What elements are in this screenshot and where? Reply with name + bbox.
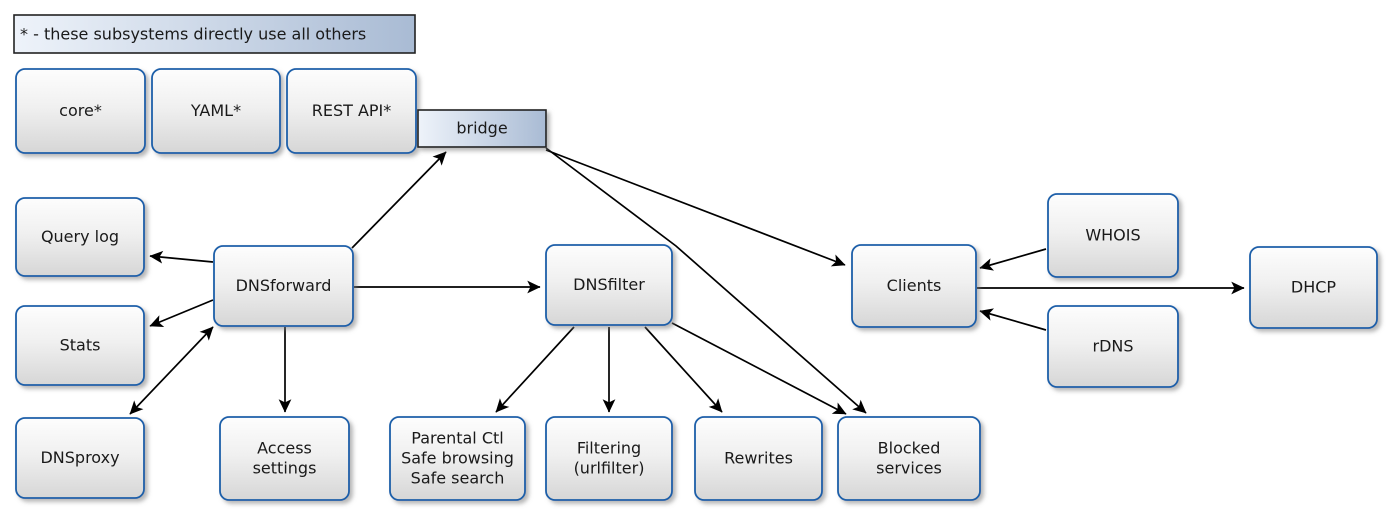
edge-line xyxy=(129,326,214,415)
node-box xyxy=(15,417,145,499)
node-box xyxy=(545,416,673,501)
edge-line xyxy=(545,147,867,414)
node-box xyxy=(286,68,417,154)
node-querylog[interactable]: Query log xyxy=(15,197,145,277)
edge-whois-clients xyxy=(979,248,1047,271)
node-box xyxy=(15,68,146,154)
node-box xyxy=(417,109,547,148)
node-box xyxy=(389,416,526,501)
node-box xyxy=(545,244,673,326)
node-label: rDNS xyxy=(1092,336,1133,355)
node-label: Stats xyxy=(60,335,101,354)
edge-bridge-clients xyxy=(545,149,846,267)
edge-line xyxy=(979,308,1047,331)
node-dnsforward[interactable]: DNSforward xyxy=(213,245,354,327)
edge-dnsfilter-rewrites xyxy=(644,326,723,413)
node-bridge[interactable]: bridge xyxy=(417,109,547,148)
node-rdns[interactable]: rDNS xyxy=(1047,305,1179,388)
node-core[interactable]: core* xyxy=(15,68,146,154)
edge-dnsfilter-blocked xyxy=(671,322,847,415)
node-box xyxy=(1047,305,1179,388)
node-filtering[interactable]: Filtering(urlfilter) xyxy=(545,416,673,501)
edge-dnsfilter-parental xyxy=(495,326,575,413)
node-label: Rewrites xyxy=(724,448,793,467)
node-yaml[interactable]: YAML* xyxy=(151,68,281,154)
edge-line xyxy=(644,326,723,413)
edges-layer xyxy=(129,147,1245,415)
node-clients[interactable]: Clients xyxy=(851,244,977,328)
node-dnsproxy[interactable]: DNSproxy xyxy=(15,417,145,499)
node-label: DNSproxy xyxy=(40,448,119,467)
node-label: REST API* xyxy=(312,101,392,120)
node-box xyxy=(219,416,350,501)
edge-dnsforward-bridge xyxy=(351,151,447,249)
edge-line xyxy=(545,149,846,267)
node-dnsfilter[interactable]: DNSfilter xyxy=(545,244,673,326)
node-label: DNSfilter xyxy=(573,275,645,294)
node-label: WHOIS xyxy=(1085,225,1140,244)
edge-rdns-clients xyxy=(979,308,1047,331)
edge-line xyxy=(149,250,214,264)
node-box xyxy=(15,305,145,386)
node-box xyxy=(15,197,145,277)
edge-dnsforward-dnsproxy xyxy=(129,326,214,415)
node-label: bridge xyxy=(456,118,507,137)
node-label: Clients xyxy=(887,276,942,295)
edge-line xyxy=(149,299,214,328)
legend-text: * - these subsystems directly use all ot… xyxy=(20,25,366,44)
node-box xyxy=(213,245,354,327)
node-label: Filtering(urlfilter) xyxy=(574,438,645,477)
node-stats[interactable]: Stats xyxy=(15,305,145,386)
node-box xyxy=(694,416,823,501)
node-label: Query log xyxy=(41,227,119,246)
edge-bridge-blocked xyxy=(545,147,867,414)
node-box xyxy=(837,416,981,501)
node-label: DHCP xyxy=(1291,277,1337,296)
edge-line xyxy=(351,151,447,249)
node-box xyxy=(851,244,977,328)
legend-box xyxy=(13,14,416,54)
node-whois[interactable]: WHOIS xyxy=(1047,193,1179,278)
edge-dnsforward-stats xyxy=(149,299,214,328)
node-label: DNSforward xyxy=(236,276,332,295)
edge-line xyxy=(671,322,847,415)
node-label: YAML* xyxy=(190,101,241,120)
edge-line xyxy=(495,326,575,413)
node-box xyxy=(1047,193,1179,278)
node-dhcp[interactable]: DHCP xyxy=(1249,246,1378,329)
node-label: core* xyxy=(59,101,102,120)
node-box xyxy=(1249,246,1378,329)
edge-dnsforward-querylog xyxy=(149,250,214,264)
node-box xyxy=(151,68,281,154)
node-rewrites[interactable]: Rewrites xyxy=(694,416,823,501)
node-restapi[interactable]: REST API* xyxy=(286,68,417,154)
edge-line xyxy=(979,248,1047,271)
legend-note: * - these subsystems directly use all ot… xyxy=(13,14,416,54)
